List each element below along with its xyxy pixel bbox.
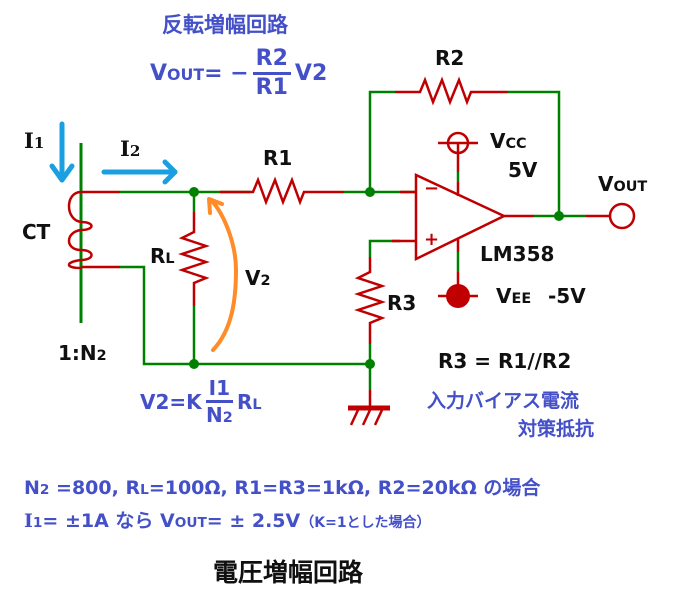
i1-label: I1 (24, 130, 44, 151)
cond1-n: N (24, 477, 40, 499)
gain-numerator: R2 (252, 48, 291, 75)
ct-coil (67, 190, 93, 270)
r2-label: R2 (435, 46, 465, 70)
wire-feedback-right (508, 90, 561, 216)
gain-formula: VOUT = − R2 R1 V2 (150, 48, 327, 99)
i2-label-sub: 2 (129, 142, 141, 160)
v2-rhs-main: R (237, 389, 253, 414)
cond1-b: =100Ω, R1=R3=1kΩ, R2=20kΩ の場合 (148, 477, 541, 499)
ratio-label-main: 1:N (58, 341, 97, 365)
r3-note-line1: 入力バイアス電流 (427, 390, 580, 412)
gain-lhs: VOUT (150, 60, 205, 86)
opamp-triangle (414, 173, 507, 262)
opamp-plus-sign: + (424, 229, 440, 250)
v2-fraction: I1 N2 (205, 378, 234, 425)
v2-formula-rhs: RL (237, 392, 262, 412)
gain-fraction: R2 R1 (252, 48, 291, 100)
r3-label: R3 (387, 291, 417, 315)
v2-numerator: I1 (205, 378, 234, 403)
r1-resistor (220, 176, 344, 206)
vout-terminal-icon (608, 202, 636, 230)
vout-label-main: V (598, 172, 614, 196)
r3-resistor (354, 257, 386, 344)
i2-label-main: I (120, 136, 130, 161)
r3-equation: R3 = R1//R2 (438, 349, 572, 373)
cond1-a: =800, R (49, 477, 141, 499)
v2-label: V2 (245, 268, 271, 288)
junction-rl-top (189, 187, 199, 197)
gain-eq: = − (204, 60, 249, 86)
gain-lhs-sub: OUT (167, 64, 205, 84)
r3-note-line2: 対策抵抗 (518, 418, 595, 440)
v2-label-sub: 2 (260, 273, 271, 289)
gain-denominator: R1 (255, 75, 288, 100)
i2-label: I2 (120, 138, 140, 159)
i2-current-arrow-icon (101, 159, 178, 185)
rl-resistor (178, 212, 210, 306)
conditions-line1: N2 =800, RL=100Ω, R1=R3=1kΩ, R2=20kΩ の場合 (24, 479, 540, 498)
rl-label: RL (150, 246, 175, 266)
cond2-i-sub: 1 (32, 515, 43, 531)
vee-label-main: V (496, 284, 512, 308)
vee-label-sub: EE (511, 291, 532, 307)
r1-label: R1 (263, 146, 293, 170)
vout-label: VOUT (598, 174, 647, 194)
rl-label-main: R (150, 244, 166, 268)
vcc-value: 5V (508, 158, 538, 182)
vee-label: VEE (496, 286, 531, 306)
v2-den-sub: 2 (222, 410, 233, 426)
junction-output (554, 211, 564, 221)
subtitle: 反転増幅回路 (162, 13, 288, 37)
ratio-label: 1:N2 (58, 343, 107, 363)
cond2-vout-sub: OUT (174, 515, 207, 531)
rl-label-sub: L (165, 251, 175, 267)
cond2-note: （K=1とした場合） (300, 515, 431, 531)
opamp-minus-sign: − (424, 178, 440, 199)
ratio-label-sub: 2 (96, 348, 107, 364)
conditions-line2: I1= ±1A なら VOUT= ± 2.5V（K=1とした場合） (24, 512, 431, 531)
cond2-b: = ± 2.5V (206, 510, 301, 532)
ct-label: CT (22, 220, 51, 244)
v2-denominator: N2 (206, 403, 233, 425)
opamp-label: LM358 (480, 242, 555, 266)
v2-voltage-arrow-icon (207, 197, 239, 352)
v2-den-main: N (205, 403, 223, 427)
vout-label-sub: OUT (613, 179, 648, 195)
junction-rl-bottom (189, 359, 199, 369)
i1-label-sub: 1 (33, 134, 45, 152)
v2-formula-lhs: V2=K (140, 389, 202, 414)
wire-plus-input (368, 239, 400, 257)
cond1-n-sub: 2 (39, 482, 50, 498)
cond1-rl-sub: L (140, 482, 149, 498)
page-title: 電圧増幅回路 (213, 558, 364, 587)
ground-icon (348, 405, 390, 426)
i1-label-main: I (24, 128, 34, 153)
vcc-label-sub: CC (505, 136, 527, 152)
r2-resistor (395, 76, 508, 106)
cond2-i: I (24, 510, 33, 532)
v2-label-main: V (245, 266, 261, 290)
wire-feedback-left (368, 90, 395, 192)
cond2-a: = ±1A なら V (42, 510, 175, 532)
gain-rhs: V2 (294, 60, 328, 86)
vcc-label: VCC (490, 131, 527, 151)
v2-formula: V2=K I1 N2 RL (140, 378, 262, 425)
junction-ground (365, 359, 375, 369)
vee-value: -5V (548, 284, 586, 308)
v2-rhs-sub: L (252, 396, 262, 413)
vcc-label-main: V (490, 129, 506, 153)
i1-current-arrow-icon (49, 121, 75, 183)
gain-lhs-main: V (150, 60, 168, 86)
wire-bottom-left (120, 265, 370, 366)
